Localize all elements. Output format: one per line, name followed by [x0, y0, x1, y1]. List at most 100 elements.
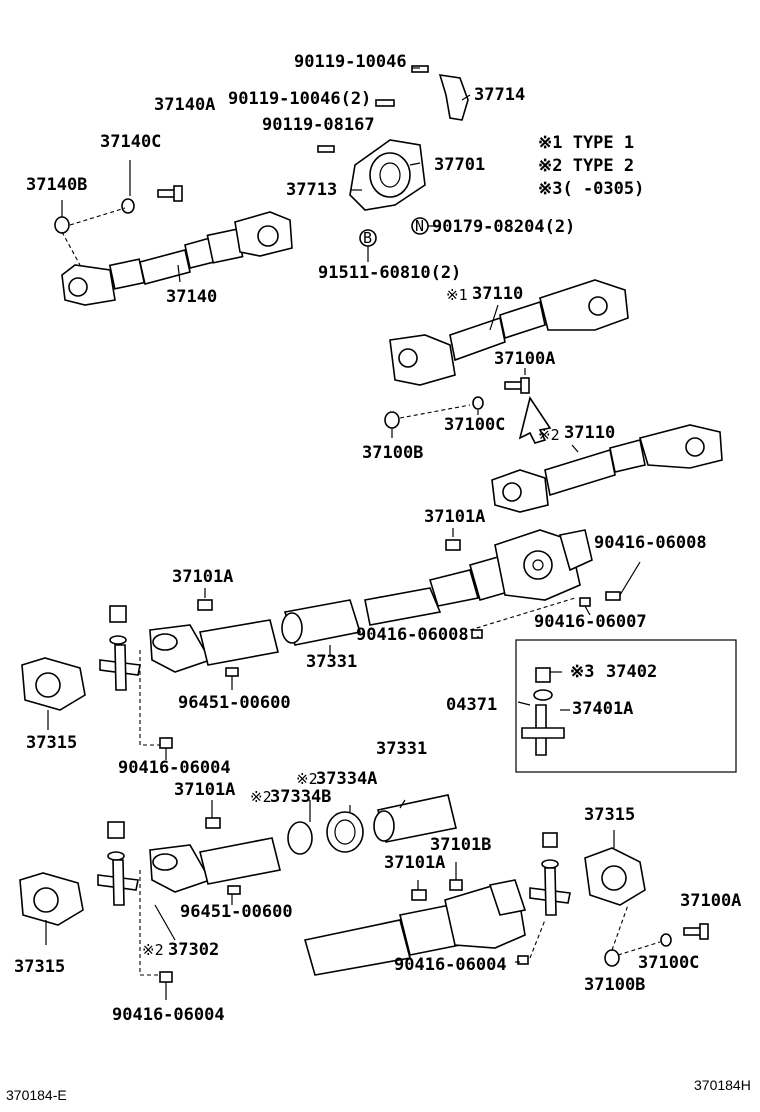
label-37100A-bottom: 37100A: [680, 891, 741, 911]
label-37302: 37302: [168, 940, 219, 960]
part-37140C: [121, 198, 135, 214]
grease-fitting-90416-06008: [605, 591, 621, 601]
label-37100C-bottom: 37100C: [638, 953, 699, 973]
grease-fitting-90416-06004-b: [159, 971, 173, 983]
label-90119-10046-2: 90119-10046(2): [228, 89, 371, 109]
slip-shaft-bottom: [303, 879, 527, 976]
footer-code-left: 370184-E: [6, 1087, 67, 1103]
part-37101B: [449, 879, 463, 891]
label-90416-06004-b: 90416-06004: [112, 1005, 225, 1025]
label-90119-08167: 90119-08167: [262, 115, 375, 135]
label-37315-c: 37315: [14, 957, 65, 977]
flange-37315-a: [21, 657, 86, 711]
label-37110-type1: 37110: [472, 284, 523, 304]
slip-yoke-shaft: [364, 529, 593, 626]
label-37100B-bottom: 37100B: [584, 975, 645, 995]
mark-type3: ※3: [570, 662, 594, 682]
sleeve-37331-a: [281, 599, 362, 646]
label-37100B-top: 37100B: [362, 443, 423, 463]
bolt-37100A-bottom: [683, 923, 709, 940]
grease-fitting-90416-06007: [579, 597, 591, 607]
label-37334B: 37334B: [270, 787, 331, 807]
label-96451-00600-b: 96451-00600: [180, 902, 293, 922]
flange-37315-b: [584, 847, 646, 906]
label-37140A: 37140A: [154, 95, 215, 115]
propeller-shaft-37110-type2: [491, 424, 723, 513]
spider-kit-front: [99, 605, 141, 691]
label-37334A: 37334A: [316, 769, 377, 789]
label-37100C-top: 37100C: [444, 415, 505, 435]
flange-37315-c: [19, 872, 84, 926]
label-37101A-bottom-right: 37101A: [384, 853, 445, 873]
part-37101A-upper: [445, 539, 461, 551]
part-37140B: [54, 216, 70, 234]
yoke-shaft-front: [149, 619, 279, 673]
yoke-shaft-bottom-front: [149, 837, 281, 893]
label-37101A-left: 37101A: [172, 567, 233, 587]
label-37140: 37140: [166, 287, 217, 307]
label-37101A-bottom-left: 37101A: [174, 780, 235, 800]
mark-type2-c: ※2: [250, 788, 272, 806]
label-90416-06004-a: 90416-06004: [118, 758, 231, 778]
label-37331-a: 37331: [306, 652, 357, 672]
label-04371: 04371: [446, 695, 497, 715]
label-96451-00600-a: 96451-00600: [178, 693, 291, 713]
label-37100A-top: 37100A: [494, 349, 555, 369]
grease-fitting-90416-06004-c: [517, 955, 529, 965]
label-90119-10046: 90119-10046: [294, 52, 407, 72]
circle-label-N: N: [415, 217, 424, 235]
part-37101A-bottom-right: [411, 889, 427, 901]
bolt-90119-08167: [317, 145, 335, 153]
bracket-37714: [438, 74, 469, 121]
mark-type1: ※1: [446, 286, 468, 304]
label-37315-a: 37315: [26, 733, 77, 753]
legend-note-1: ※1 TYPE 1: [538, 133, 634, 153]
footer-code-right: 370184H: [694, 1077, 751, 1093]
mark-type2-b: ※2: [296, 770, 318, 788]
part-37100C-bottom: [660, 933, 672, 947]
label-37101B: 37101B: [430, 835, 491, 855]
label-90416-06007: 90416-06007: [534, 612, 647, 632]
boot-37334B: [326, 811, 364, 853]
part-37100C-top: [472, 396, 484, 410]
mark-type2: ※2: [538, 426, 560, 444]
label-37110-type2: 37110: [564, 423, 615, 443]
label-37714: 37714: [474, 85, 525, 105]
sleeve-37331-b: [373, 794, 457, 843]
clamp-37334A: [287, 821, 313, 855]
leader-lines: [45, 67, 641, 1000]
mark-type2-d: ※2: [142, 941, 164, 959]
propeller-shaft-37140: [61, 211, 293, 306]
bolt-90119-10046: [411, 65, 429, 73]
bolt-90119-10046-pair: [375, 99, 395, 107]
spider-kit-bottom-left: [97, 821, 139, 906]
part-37100B-top: [384, 411, 400, 429]
legend-note-2: ※2 TYPE 2: [538, 156, 634, 176]
label-37713: 37713: [286, 180, 337, 200]
spider-kit-bottom-right: [529, 832, 571, 916]
circle-label-B: B: [363, 229, 372, 247]
label-90179-08204: 90179-08204(2): [432, 217, 575, 237]
label-37140C: 37140C: [100, 132, 161, 152]
spider-kit-inset: [521, 667, 565, 756]
label-91511-60810: 91511-60810(2): [318, 263, 461, 283]
grease-fitting-90416-06004-a: [159, 737, 173, 749]
spider-kit-inset-box: [515, 639, 737, 773]
arrow-direction: [518, 396, 552, 444]
plug-96451-00600-a: [225, 667, 239, 677]
legend-note-3: ※3( -0305): [538, 179, 644, 199]
label-90416-06008-a: 90416-06008: [594, 533, 707, 553]
grease-fitting-90416-06008-b: [471, 629, 483, 639]
label-37315-b: 37315: [584, 805, 635, 825]
label-37101A-upper: 37101A: [424, 507, 485, 527]
label-37701: 37701: [434, 155, 485, 175]
plug-96451-00600-b: [227, 885, 241, 895]
propeller-shaft-37110-type1: [389, 279, 629, 386]
label-37401A: 37401A: [572, 699, 633, 719]
label-37331-b: 37331: [376, 739, 427, 759]
part-37101A-bottom-left: [205, 817, 221, 829]
label-37402: 37402: [606, 662, 657, 682]
bolt-37140A: [157, 185, 183, 202]
label-90416-06008-b: 90416-06008: [356, 625, 469, 645]
